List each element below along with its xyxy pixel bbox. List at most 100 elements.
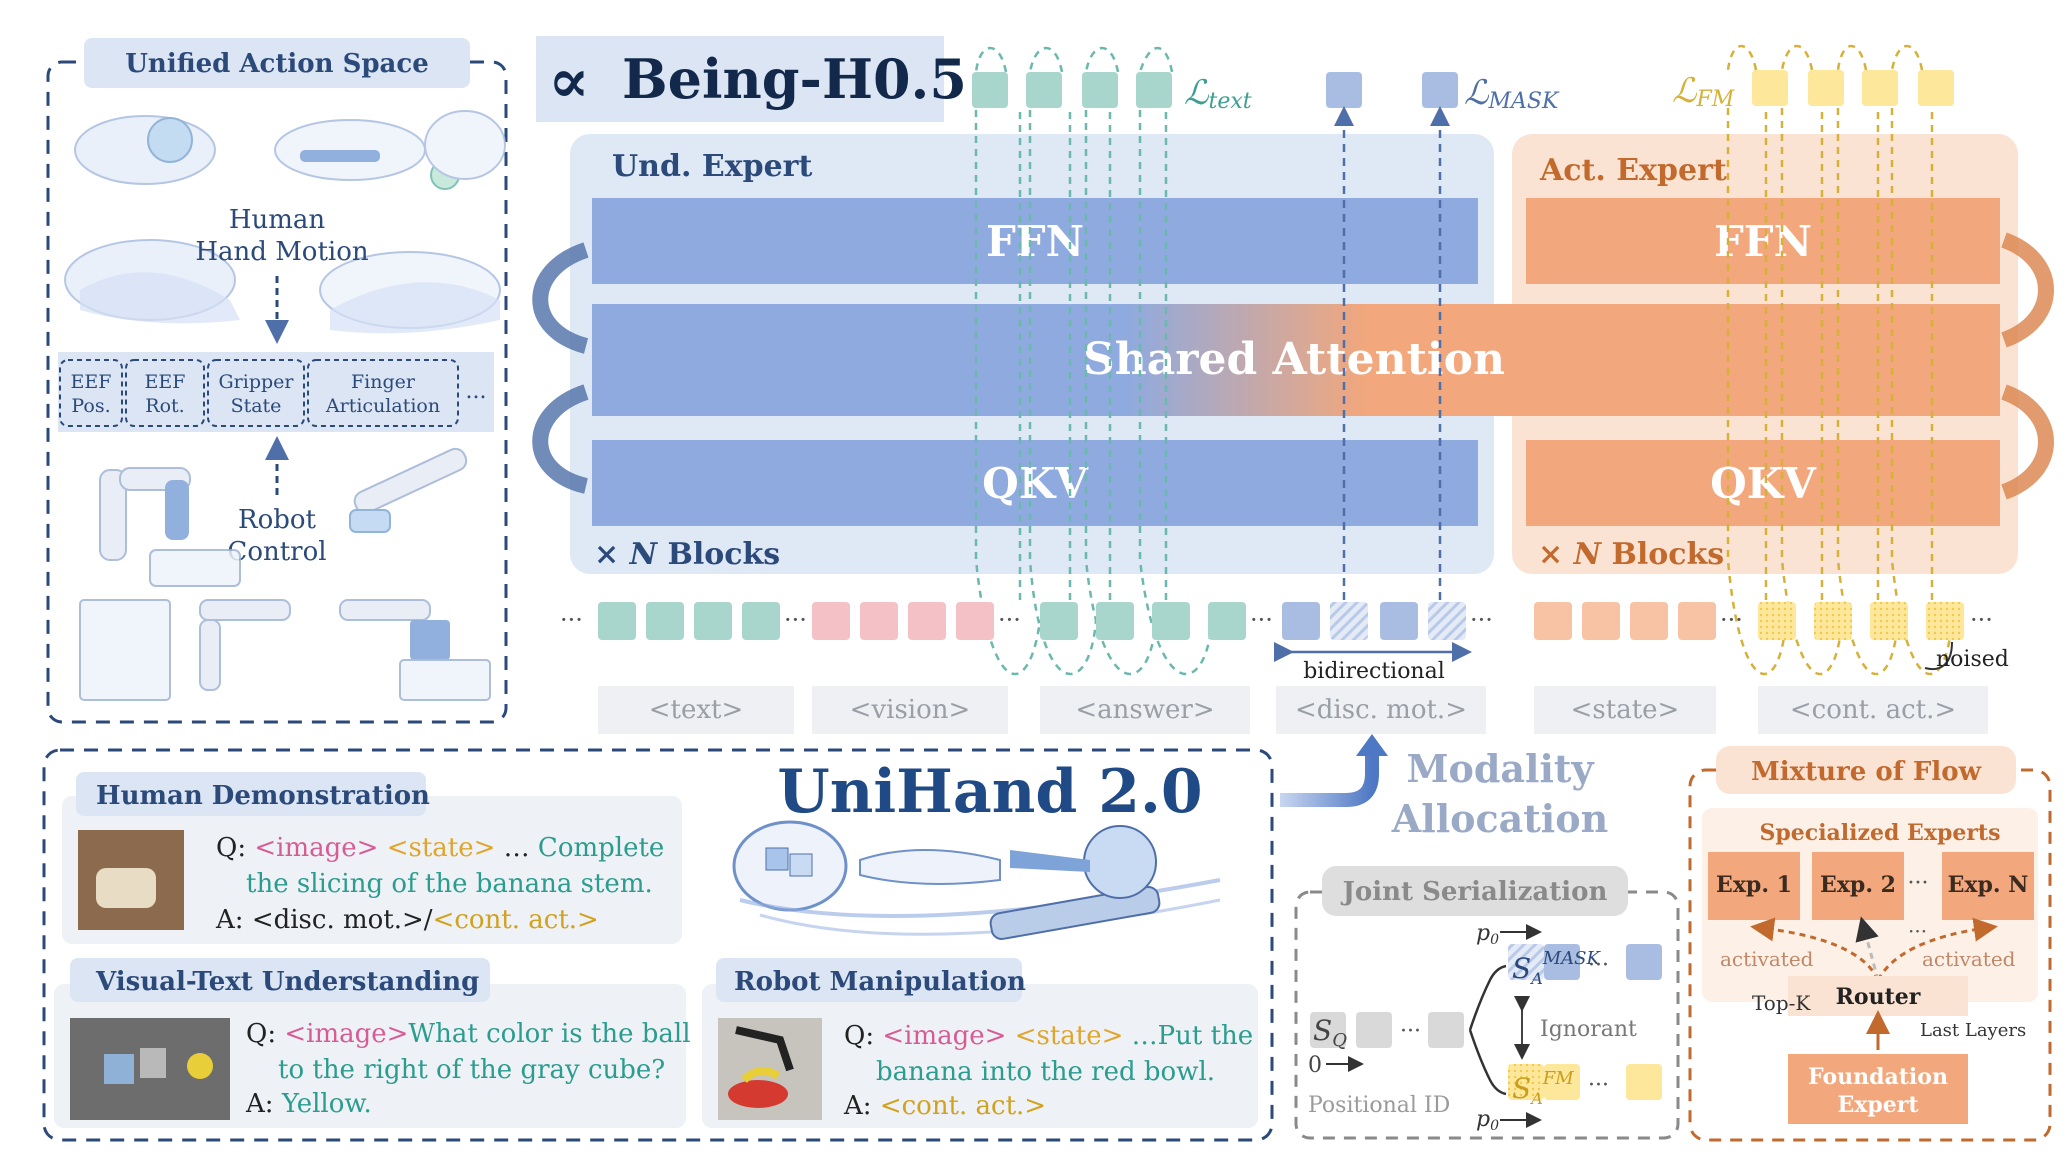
activated-left-label: activated [1720,947,1814,971]
unihand-illustration [732,820,1221,940]
act-ffn-label: FFN [1714,217,1812,266]
robot-manip-card [702,984,1258,1128]
proportional-logo-icon: ∝ [548,44,590,117]
experts-ellipsis: ··· [1908,871,1929,896]
bidirectional-label: bidirectional [1303,659,1445,684]
expert-2-box [1812,852,1904,920]
token-label-state: <state> [1571,695,1680,725]
chips-band [58,352,494,432]
visual-text-question-line1: Q: <image>What color is the ball [246,1019,691,1049]
act-blocks-label: × N Blocks [1538,537,1724,572]
svg-text:···: ··· [1720,606,1743,634]
token-labels: <text> <vision> <answer> <disc. mot.> <s… [598,686,1988,734]
visual-text-question-line2: to the right of the gray cube? [278,1055,665,1085]
robot-arm-illustration [79,447,491,701]
svg-text:···: ··· [1250,606,1273,634]
modality-label-line1: Modality [1406,746,1594,791]
unified-action-space-title: Unified Action Space [125,49,429,79]
mask-output-token-2 [1422,72,1458,108]
router-label: Router [1836,984,1921,1010]
token-label-answer: <answer> [1075,695,1214,725]
svg-text:Articulation: Articulation [325,395,440,417]
robot-manip-answer: A: <cont. act.> [843,1091,1046,1121]
specialized-experts-label: Specialized Experts [1760,820,2001,846]
sa-mask-token: SAMASK [1512,948,1602,988]
input-token-row: ··· ··· ··· ··· ··· ··· ··· [560,602,1993,640]
svg-text:···: ··· [998,606,1021,634]
positional-id-label: Positional ID [1308,1093,1450,1118]
und-ffn-block [592,198,1478,284]
foundation-expert-box [1788,1054,1968,1124]
text-output-tokens [972,72,1172,108]
robot-label-line1: Robot [238,505,317,535]
chip-eef-rot: EEF Rot. [125,359,205,427]
foundation-label-line2: Expert [1837,1092,1919,1118]
unified-action-space-panel: Unified Action Space Human Hand Motion E… [46,38,508,724]
residual-arrows [532,232,2054,500]
expert-2-label: Exp. 2 [1820,872,1896,898]
expert-1-label: Exp. 1 [1716,872,1792,898]
mof-title: Mixture of Flow [1751,757,1982,787]
human-demo-question-line1: Q: <image> <state> … Complete [216,833,664,863]
expert-n-box [1942,852,2034,920]
svg-text:···: ··· [1400,1019,1421,1044]
token-label-vision: <vision> [850,695,971,725]
p0-top: p0 [1476,921,1499,948]
chip-finger-articulation: Finger Articulation [307,359,459,427]
unihand-title: UniHand 2.0 [777,757,1202,827]
act-ffn-block [1526,198,2000,284]
model-title: ∝ Being-H0.5 [536,36,967,122]
human-demo-answer: A: <disc. mot.>/<cont. act.> [215,905,599,935]
svg-text:···: ··· [1588,1073,1609,1098]
und-expert-title: Und. Expert [612,149,812,184]
token-label-cont-act: <cont. act.> [1790,695,1956,725]
sq-token: SQ [1313,1014,1347,1051]
foundation-label-line1: Foundation [1808,1064,1948,1090]
token-label-disc-mot: <disc. mot.> [1295,695,1467,725]
svg-text:Rot.: Rot. [145,395,184,417]
und-blocks-label: × N Blocks [594,537,780,572]
human-label-line1: Human [229,205,326,235]
noised-label: noised [1936,647,2009,672]
svg-text:Pos.: Pos. [71,395,110,417]
robot-manip-title: Robot Manipulation [734,967,1026,997]
activated-right-label: activated [1922,947,2016,971]
mixture-of-flow-panel: Mixture of Flow Specialized Experts Exp.… [1688,746,2052,1142]
loss-text: ℒtext [1184,73,1252,114]
human-demo-card [62,796,682,944]
fm-output-tokens [1752,70,1954,106]
zero-label: 0 [1308,1053,1322,1078]
svg-text:Gripper: Gripper [219,371,295,393]
svg-text:State: State [231,395,282,417]
human-label-line2: Hand Motion [195,237,369,267]
act-qkv-block [1526,440,2000,526]
model-name: Being-H0.5 [622,47,967,111]
human-demo-title: Human Demonstration [96,781,430,811]
svg-text:EEF: EEF [71,371,112,393]
act-expert-title: Act. Expert [1539,153,1727,188]
loss-fm: ℒFM [1672,71,1735,112]
modality-label-line2: Allocation [1391,796,1608,841]
robot-manip-question-line2: banana into the red bowl. [876,1057,1215,1087]
chip-eef-pos: EEF Pos. [59,359,123,427]
und-ffn-label: FFN [986,217,1084,266]
noised-pointer [1924,641,1953,670]
p0-bottom: p0 [1476,1107,1499,1134]
unihand-panel: UniHand 2.0 Human Demonstration Q: <imag… [42,748,1274,1142]
svg-text:···: ··· [1970,606,1993,634]
robot-manip-question-line1: Q: <image> <state> …Put the [844,1021,1253,1051]
fm-flow-lines [1726,44,1954,676]
text-flow-lines [974,46,1214,676]
robot-label-line2: Control [227,537,326,567]
act-qkv-label: QKV [1710,459,1817,508]
mask-output-token-1 [1326,72,1362,108]
svg-text:···: ··· [1470,606,1493,634]
topk-label: Top-K [1752,991,1811,1015]
ignorant-label: Ignorant [1540,1017,1637,1042]
svg-text:···: ··· [560,606,583,634]
loss-mask: ℒMASK [1464,73,1560,114]
und-qkv-label: QKV [982,459,1089,508]
expert-1-box [1708,852,1800,920]
svg-text:···: ··· [784,606,807,634]
